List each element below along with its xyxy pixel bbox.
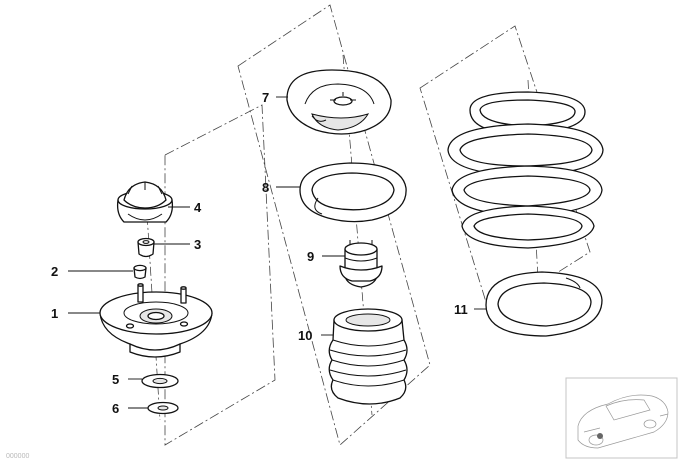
callout-3: 3: [194, 237, 201, 252]
callout-numbers: 1 2 3 4 5 6 7 8 9 10 11: [51, 90, 468, 416]
callout-2: 2: [51, 264, 58, 279]
coil-spring: [447, 91, 604, 249]
callout-11: 11: [454, 302, 468, 317]
callout-10: 10: [298, 328, 312, 343]
part-5-washer: [141, 373, 179, 389]
callout-1: 1: [51, 306, 58, 321]
group-frame-middle: [237, 4, 431, 446]
vehicle-thumbnail: [565, 377, 678, 459]
group-frame-left: [164, 104, 276, 446]
part-4-cap: [116, 181, 174, 223]
footer-text: 000000: [6, 453, 29, 460]
callout-8: 8: [262, 180, 269, 195]
part-1-strut-mount: [99, 283, 213, 358]
callout-7: 7: [262, 90, 269, 105]
part-8-spring-pad: [299, 162, 407, 223]
callout-5: 5: [112, 372, 119, 387]
part-9-bump-stop: [339, 240, 383, 288]
callout-6: 6: [112, 401, 119, 416]
part-11-lower-spring-pad: [485, 271, 603, 337]
callout-9: 9: [307, 249, 314, 264]
part-2-nut: [133, 264, 147, 280]
callout-4: 4: [194, 200, 202, 215]
group-frame-right: [419, 25, 591, 316]
part-10-bellows: [328, 308, 408, 405]
part-6-washer: [147, 401, 179, 415]
leader-lines: [68, 96, 486, 409]
part-3-bushing: [137, 237, 155, 258]
part-7-upper-spring-seat: [286, 69, 392, 135]
